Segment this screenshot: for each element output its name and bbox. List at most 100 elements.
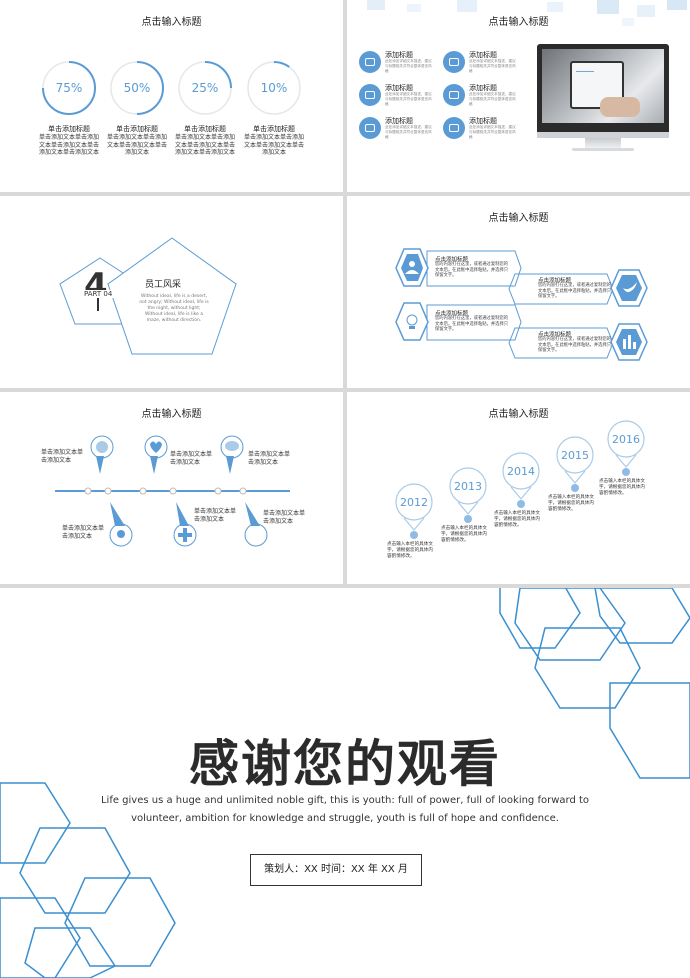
- year-bubble: [502, 452, 540, 490]
- ring-progress: [42, 61, 96, 115]
- ring-percent: 25%: [191, 81, 219, 95]
- slide-thanks: 感谢您的观看 Life gives us a huge and unlimite…: [0, 588, 690, 978]
- ring-percent: 50%: [123, 81, 151, 95]
- year-text: 点击输入本栏的具体文字，请根据您的具体内容酌情修改。: [494, 511, 540, 528]
- bulb-icon: [117, 530, 125, 538]
- year-bubble: [556, 436, 594, 474]
- timeline-text: 单击添加文本单击添加文本: [194, 508, 237, 523]
- pentagons: [59, 237, 237, 355]
- timeline-text: 单击添加文本单击添加文本: [62, 525, 105, 540]
- headphones-icon: [359, 117, 381, 139]
- year-label: 2012: [400, 496, 428, 509]
- feature-label: 添加标题: [469, 51, 497, 59]
- slide-section-part04: 4 PART 04 员工风采 Without ideal, life is a …: [0, 196, 343, 388]
- year-label: 2013: [454, 480, 482, 493]
- feature-label: 添加标题: [469, 117, 497, 125]
- planner-box: 策划人：XX 时间：XX 年 XX 月: [250, 854, 422, 886]
- ring-text: 单击添加文本单击添加文本单击添加文本单击添加文本单击添加文本: [174, 134, 235, 156]
- slide-title: 点击输入标题: [488, 213, 549, 224]
- chat-icon: [225, 441, 239, 451]
- ring-text: 单击添加文本单击添加文本单击添加文本单击添加文本单击添加文本: [38, 134, 99, 156]
- slide-title: 点击输入标题: [141, 409, 202, 420]
- feature-label: 添加标题: [385, 84, 413, 92]
- timeline-text: 单击添加文本单击添加文本: [170, 451, 213, 466]
- hex-label: 点击添加标题: [435, 257, 469, 263]
- feature-text: 此处添加详细文本描述，建议与标题相关并符合整体语言风格: [469, 59, 516, 73]
- hex-decoration: [0, 588, 690, 978]
- folder-icon: [359, 84, 381, 106]
- feature-text: 此处添加详细文本描述，建议与标题相关并符合整体语言风格: [469, 125, 516, 139]
- ring-progress: [273, 61, 290, 68]
- rings-svg: [42, 61, 301, 115]
- ring-percent: 75%: [55, 81, 83, 95]
- ring-label: 单击添加标题: [116, 125, 158, 133]
- year-label: 2015: [561, 449, 589, 462]
- hex-text: 您的内容打在这里，或者通过复制您的文本后，在此框中选择粘贴，并选择只保留文字。: [538, 337, 612, 353]
- slide-title: 点击输入标题: [488, 17, 549, 28]
- ring-progress: [136, 61, 164, 115]
- timeline-text: 单击添加文本单击添加文本: [248, 451, 291, 466]
- feature-label: 添加标题: [385, 117, 413, 125]
- user-icon: [409, 261, 415, 267]
- expand-icon: [443, 51, 465, 73]
- feature-text: 此处添加详细文本描述，建议与标题相关并符合整体语言风格: [385, 125, 432, 139]
- ring-progress: [204, 61, 232, 89]
- ring-text: 单击添加文本单击添加文本单击添加文本单击添加文本: [243, 134, 304, 156]
- link-icon: [359, 51, 381, 73]
- slide-features-monitor: 点击输入标题 添加标题此处添加详细文本描述，建议与标题相关并符合整体语言风格添加…: [347, 0, 690, 192]
- twitter-icon: [623, 282, 637, 293]
- year-text: 点击输入本栏的具体文字，请根据您的具体内容酌情修改。: [387, 542, 433, 559]
- hex-text: 您的内容打在这里，或者通过复制您的文本后，在此框中选择粘贴，并选择只保留文字。: [435, 316, 509, 332]
- hex-text: 您的内容打在这里，或者通过复制您的文本后，在此框中选择粘贴，并选择只保留文字。: [538, 283, 612, 299]
- feature-text: 此处添加详细文本描述，建议与标题相关并符合整体语言风格: [469, 92, 516, 106]
- year-dot: [464, 515, 472, 523]
- ring-label: 单击添加标题: [184, 125, 226, 133]
- ring-text: 单击添加文本单击添加文本单击添加文本单击添加文本: [106, 134, 167, 156]
- plus-icon: [178, 528, 192, 542]
- thanks-subtitle-1: Life gives us a huge and unlimited noble…: [100, 795, 590, 806]
- years-svg: 2012 2013 2014 2015 2016: [395, 420, 645, 539]
- year-dot: [622, 468, 630, 476]
- year-bubble: [395, 483, 433, 521]
- year-dot: [517, 500, 525, 508]
- hex-text: 您的内容打在这里，或者通过复制您的文本后，在此框中选择粘贴，并选择只保留文字。: [435, 262, 509, 278]
- year-text: 点击输入本栏的具体文字，请根据您的具体内容酌情修改。: [441, 526, 487, 543]
- tile-pattern: [367, 0, 687, 26]
- feature-text: 此处添加详细文本描述，建议与标题相关并符合整体语言风格: [385, 59, 432, 73]
- hex-list-svg: [395, 248, 648, 361]
- ring-percent: 10%: [260, 81, 288, 95]
- tablet-icon: [443, 117, 465, 139]
- shrink-icon: [443, 84, 465, 106]
- year-bubble: [449, 467, 487, 505]
- thanks-title: 感谢您的观看: [189, 735, 501, 793]
- slide-title: 点击输入标题: [141, 17, 202, 28]
- slide-progress-rings: 点击输入标题 75%单击添加标题单击添加文本单击添加文本单击添加文本单击添加文本…: [0, 0, 343, 192]
- bulb-icon: [406, 314, 418, 326]
- slide-year-timeline: 点击输入标题 2012 2013 2014 2015 2016 点击输入本栏的具体文字，…: [347, 392, 690, 584]
- slide-icon-timeline: 点击输入标题 单击添加文本单击添加文本单击添加文本单击添加文本单击添加文本单击添…: [0, 392, 343, 584]
- year-label: 2014: [507, 465, 535, 478]
- section-number: 4: [84, 266, 108, 306]
- hex-label: 点击添加标题: [538, 278, 572, 284]
- feature-label: 添加标题: [385, 51, 413, 59]
- year-bubble: [607, 420, 645, 458]
- section-text: Without ideal, life is a desert, not ang…: [139, 294, 209, 323]
- chart-icon: [623, 339, 626, 349]
- year-dot: [410, 531, 418, 539]
- tag-icon: [96, 441, 108, 453]
- slide-hex-list: 点击输入标题 点击添加标题您的内容打在这里，或者通过复制您的文本后，在此框中选择…: [347, 196, 690, 388]
- year-dot: [571, 484, 579, 492]
- feature-text: 此处添加详细文本描述，建议与标题相关并符合整体语言风格: [385, 92, 432, 106]
- year-text: 点击输入本栏的具体文字，请根据您的具体内容酌情修改。: [548, 495, 594, 512]
- timeline-text: 单击添加文本单击添加文本: [41, 449, 84, 464]
- ring-label: 单击添加标题: [253, 125, 295, 133]
- part-label: PART 04: [82, 290, 115, 298]
- slide-title: 点击输入标题: [488, 409, 549, 420]
- feature-label: 添加标题: [469, 84, 497, 92]
- timeline-svg: [55, 435, 290, 547]
- thanks-subtitle-2: volunteer, ambition for knowledge and st…: [131, 813, 559, 824]
- ring-label: 单击添加标题: [48, 125, 90, 133]
- timeline-text: 单击添加文本单击添加文本: [263, 510, 306, 525]
- year-label: 2016: [612, 433, 640, 446]
- hex-label: 点击添加标题: [538, 332, 572, 338]
